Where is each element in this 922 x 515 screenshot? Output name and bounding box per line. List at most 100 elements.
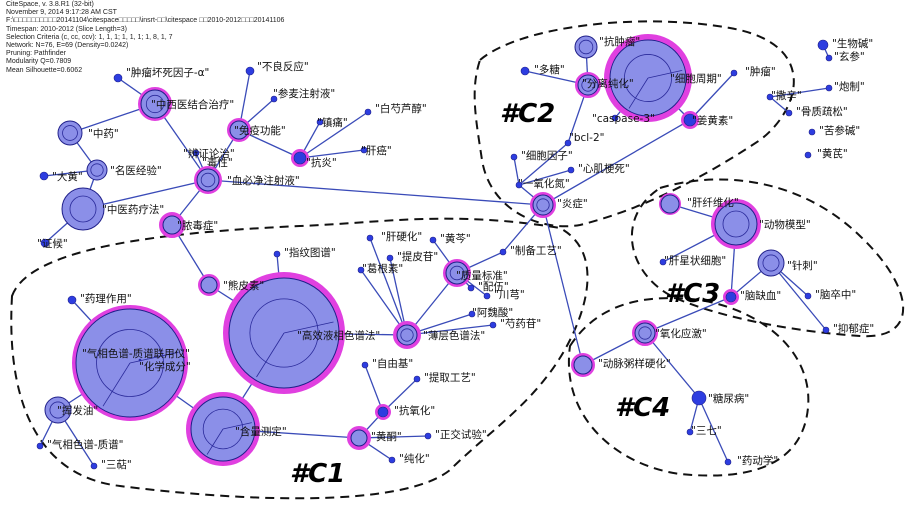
node-n67[interactable]	[44, 396, 72, 424]
node-labels: "肿瘤坏死因子-α""中西医结合治疗""中药""大黄""名医经验""辨证论治""…	[37, 35, 874, 471]
node-n10[interactable]	[194, 166, 222, 194]
node-inner-ring	[96, 329, 164, 397]
node-n68[interactable]	[36, 442, 44, 450]
node-n01[interactable]	[113, 73, 123, 83]
node-n48[interactable]	[686, 428, 694, 436]
node-n76[interactable]	[388, 456, 396, 464]
node-n04[interactable]	[39, 171, 49, 181]
node-n51[interactable]	[366, 234, 374, 242]
node-n63[interactable]	[198, 274, 220, 296]
node-n57[interactable]	[467, 284, 475, 292]
edge	[542, 204, 584, 366]
node-n46[interactable]	[571, 353, 595, 377]
node-label-n67: "挥发油"	[57, 404, 98, 417]
node-n11[interactable]	[159, 212, 185, 238]
node-n66[interactable]	[138, 358, 142, 362]
node-circle	[429, 236, 437, 244]
node-n22[interactable]	[604, 34, 692, 122]
node-n61[interactable]	[393, 321, 421, 349]
node-n33[interactable]	[766, 93, 774, 101]
node-circle	[766, 93, 774, 101]
edge	[769, 87, 830, 98]
node-n21[interactable]	[575, 72, 601, 98]
node-n62[interactable]	[67, 295, 77, 305]
node-centrality-ring	[194, 166, 222, 194]
node-n64[interactable]	[223, 272, 345, 394]
node-n45[interactable]	[632, 320, 658, 346]
node-circle	[67, 295, 77, 305]
node-n26[interactable]	[564, 139, 572, 147]
node-circle	[445, 261, 469, 285]
node-n55[interactable]	[357, 266, 365, 274]
node-n49[interactable]	[724, 458, 732, 466]
node-n47[interactable]	[691, 390, 707, 406]
node-n37[interactable]	[804, 151, 812, 159]
node-n18[interactable]	[360, 146, 368, 154]
node-label-n65: "气相色谱-质谱联用仪"	[82, 347, 190, 360]
node-n31[interactable]	[817, 39, 829, 51]
node-n17[interactable]	[364, 108, 372, 116]
node-label-n53: "制备工艺"	[510, 244, 562, 257]
node-n42[interactable]	[804, 292, 812, 300]
node-n23[interactable]	[730, 69, 738, 77]
node-n73[interactable]	[375, 404, 391, 420]
node-n43[interactable]	[723, 289, 739, 305]
cluster-outline-c1	[10, 217, 589, 500]
node-n44[interactable]	[822, 326, 830, 334]
node-n65[interactable]	[72, 305, 188, 421]
node-n27[interactable]	[510, 153, 518, 161]
node-circle	[489, 321, 497, 329]
node-n71[interactable]	[361, 361, 369, 369]
node-n60[interactable]	[489, 321, 497, 329]
node-circle	[44, 396, 72, 424]
node-n12[interactable]	[245, 66, 255, 76]
node-n13[interactable]	[270, 95, 278, 103]
node-n02[interactable]	[138, 87, 172, 121]
node-n28[interactable]	[567, 166, 575, 174]
node-n50[interactable]	[273, 250, 281, 258]
node-n54[interactable]	[386, 254, 394, 262]
node-n30[interactable]	[530, 192, 556, 218]
node-n59[interactable]	[468, 310, 476, 318]
node-n53[interactable]	[499, 248, 507, 256]
node-n29[interactable]	[515, 181, 523, 189]
node-n72[interactable]	[413, 375, 421, 383]
node-n69[interactable]	[90, 462, 98, 470]
node-n75[interactable]	[424, 432, 432, 440]
node-label-n76: "纯化"	[399, 452, 430, 465]
node-n36[interactable]	[808, 128, 816, 136]
node-n14[interactable]	[227, 118, 251, 142]
node-label-n30: "炎症"	[557, 197, 588, 210]
node-n25[interactable]	[681, 111, 699, 129]
node-n08[interactable]	[40, 238, 50, 248]
node-label-n75: "正交试验"	[435, 428, 487, 441]
node-n06[interactable]	[192, 149, 200, 157]
node-n34[interactable]	[825, 84, 833, 92]
node-n35[interactable]	[785, 109, 793, 117]
node-n20[interactable]	[520, 66, 530, 76]
node-n16[interactable]	[291, 149, 309, 167]
node-label-n08: "证候"	[37, 237, 68, 250]
node-n56[interactable]	[443, 259, 471, 287]
node-n03[interactable]	[57, 120, 83, 146]
node-n15[interactable]	[316, 118, 324, 126]
node-centrality-ring	[198, 274, 220, 296]
node-n39[interactable]	[711, 199, 761, 249]
node-n74[interactable]	[347, 426, 371, 450]
node-n41[interactable]	[757, 249, 785, 277]
node-n32[interactable]	[825, 54, 833, 62]
node-n07[interactable]	[61, 187, 105, 231]
node-n58[interactable]	[483, 292, 491, 300]
node-inner-ring	[581, 78, 595, 92]
node-n40[interactable]	[659, 258, 667, 266]
node-inner-ring	[49, 401, 67, 419]
node-circle	[785, 109, 793, 117]
node-n05[interactable]	[86, 159, 108, 181]
node-n70[interactable]	[186, 392, 260, 466]
node-n19[interactable]	[574, 35, 598, 59]
node-n24[interactable]	[611, 114, 619, 122]
node-n52[interactable]	[429, 236, 437, 244]
node-n38[interactable]	[659, 193, 681, 215]
node-circle	[573, 355, 593, 375]
node-label-n13: "参麦注射液"	[273, 87, 335, 100]
